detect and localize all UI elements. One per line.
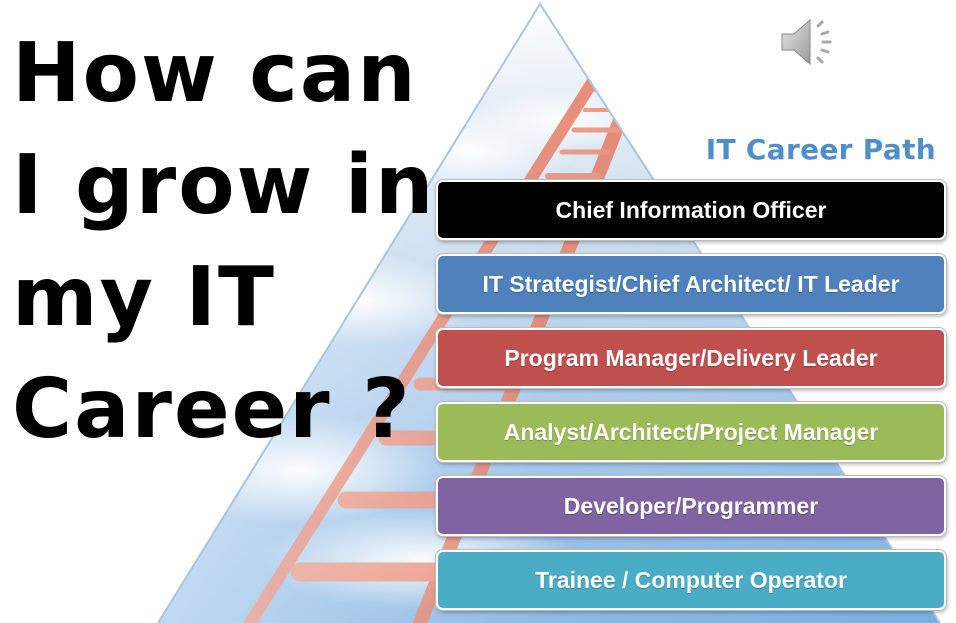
speaker-icon[interactable] — [772, 12, 848, 72]
career-levels: Chief Information Officer IT Strategist/… — [436, 180, 946, 610]
career-path-title: IT Career Path — [705, 133, 936, 166]
level-analyst-architect: Analyst/Architect/Project Manager — [436, 402, 946, 462]
headline: How can I grow in my IT Career ? — [12, 18, 436, 466]
level-it-strategist: IT Strategist/Chief Architect/ IT Leader — [436, 254, 946, 314]
level-trainee: Trainee / Computer Operator — [436, 550, 946, 610]
level-developer: Developer/Programmer — [436, 476, 946, 536]
headline-line-3: my IT — [12, 250, 276, 345]
level-program-manager: Program Manager/Delivery Leader — [436, 328, 946, 388]
headline-line-1: How can — [12, 26, 418, 121]
headline-line-2: I grow in — [12, 138, 436, 233]
level-chief-information-officer: Chief Information Officer — [436, 180, 946, 240]
headline-line-4: Career ? — [12, 362, 412, 457]
